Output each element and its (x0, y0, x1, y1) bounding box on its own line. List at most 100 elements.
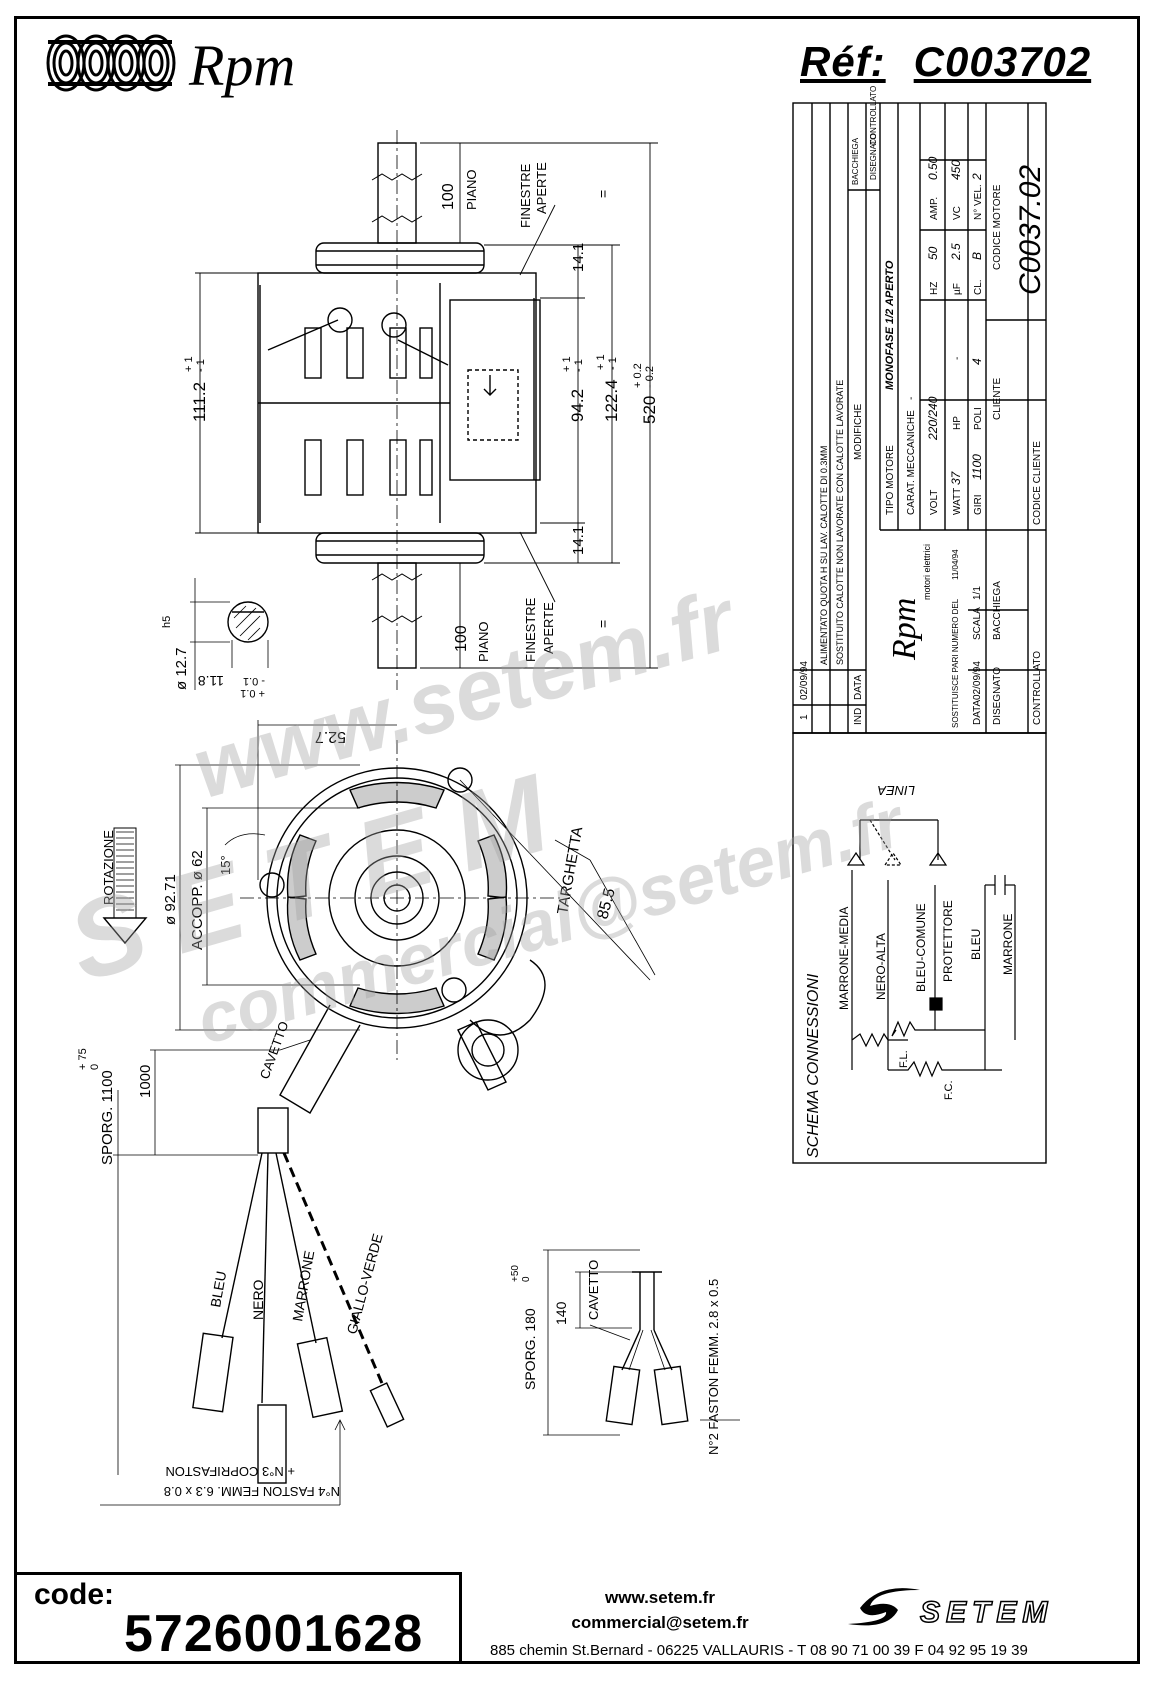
tb-amp-label: AMP. (929, 197, 940, 220)
wire-harness (100, 1049, 405, 1506)
dim-520: 520 (640, 396, 659, 424)
tb-rev1-text2: SOSTITUITO CALOTTE NON LAVORATE CON CALO… (835, 380, 845, 665)
schema-marrone: MARRONE (1001, 914, 1015, 975)
tol-180: +500 (510, 1265, 532, 1282)
dim-100-top: 100 (440, 183, 457, 210)
footer-email[interactable]: commercial@setem.fr (571, 1613, 749, 1632)
dim-shaft-dia: ø 12.7 (173, 647, 190, 690)
tb-codice-motore-val: C0037.02 (1014, 165, 1047, 295)
schema-nero-alta: NERO-ALTA (874, 933, 888, 1000)
tb-rev1-ind: 1 (799, 714, 810, 720)
eq-top: = (595, 190, 611, 198)
title-block (792, 102, 1047, 1164)
schema-title: SCHEMA CONNESSIONI (805, 973, 822, 1158)
tb-col-ind: IND (853, 708, 864, 725)
tol-122: + 1- 1 (595, 354, 619, 370)
tb-cliente-label: CLIENTE (992, 377, 1003, 420)
tb-watt-val: 37 (949, 470, 963, 485)
label-cavetto-2: CAVETTO (586, 1260, 601, 1320)
dim-111: 111.2 (190, 382, 209, 422)
tb-sost-date: 11/04/94 (951, 549, 960, 580)
tb-brand-sub: motori elettrici (922, 544, 932, 600)
dim-85-5: 85.5 (594, 886, 619, 921)
dim-11-8: 11.8 (198, 673, 224, 689)
tb-col-disegnato: DISEGNATO (869, 134, 878, 180)
tb-codice-cliente-label: CODICE CLIENTE (1032, 441, 1043, 525)
dim-52-7: 52.7 (315, 728, 346, 745)
dimension-lines (195, 142, 658, 669)
dim-94: 94.2 (568, 389, 587, 422)
dim-14-1-top: 14.1 (570, 243, 587, 272)
eq-bot: = (595, 620, 611, 628)
dim-122: 122.4 (602, 379, 621, 422)
tol-520: + 0.2- 0.2 (632, 363, 656, 388)
wiring-schema (846, 819, 1016, 1078)
wire-label-marrone: MARRONE (289, 1249, 317, 1322)
tb-hp-val: - (952, 357, 963, 360)
rpm-logo: Rpm (46, 33, 295, 98)
brand-text: Rpm (188, 33, 295, 98)
coil-icon (46, 34, 176, 92)
tb-uf-val: 2.5 (949, 243, 963, 261)
tb-data-val: 02/09/94 (972, 661, 983, 700)
label-aperte-top: APERTE (534, 162, 549, 214)
tb-carat-label: CARAT. MECCANICHE (906, 410, 917, 515)
reference-number: Réf:C003702 (800, 38, 1092, 85)
schema-bleu-comune: BLEU-COMUNE (914, 903, 928, 992)
tol-1100: + 750 (77, 1048, 101, 1070)
tb-col-controllato: CONTROLLATO (869, 86, 878, 145)
label-targhetta: TARGHETTA (554, 825, 586, 915)
tb-disegnato-val2: BACCHIEGA (992, 581, 1003, 640)
dim-14-1-bot: 14.1 (570, 526, 587, 555)
label-aperte-bot: APERTE (541, 602, 556, 654)
label-faston-2: N°2 FASTON FEMM. 2.8 x 0.5 (706, 1279, 721, 1455)
tb-col-modifiche: MODIFICHE (853, 404, 864, 460)
tb-tipo-motore-label: TIPO MOTORE (885, 445, 896, 515)
setem-logo-text: SETEM (920, 1596, 1053, 1629)
tb-controllato-label: CONTROLLATO (1032, 651, 1043, 725)
schema-linea: LINEA (877, 783, 915, 798)
tb-poli-val: 4 (970, 358, 984, 365)
tb-volt-label: VOLT (929, 490, 940, 515)
small-cable (543, 1249, 740, 1436)
label-coprifaston: + N°3 COPRIFASTON (165, 1464, 295, 1479)
dim-sporg-1100: SPORG. 1100 (99, 1070, 116, 1165)
tb-hz-val: 50 (926, 246, 940, 260)
wire-label-giallo-verde: GIALLO-VERDE (343, 1232, 385, 1336)
label-rotazione: ROTAZIONE (101, 830, 116, 905)
dim-accopp: ACCOPP. ø 62 (189, 850, 206, 950)
tb-cl-val: B (970, 252, 984, 260)
tol-h5: h5 (161, 616, 173, 628)
tb-volt-val: 220/240 (926, 396, 940, 441)
tb-brand: Rpm (886, 598, 923, 661)
motor-front-view (175, 720, 656, 1114)
label-faston-4: N°4 FASTON FEMM. 6.3 x 0.8 (164, 1484, 340, 1499)
swoosh-icon (848, 1588, 920, 1626)
label-piano-bot: PIANO (476, 622, 491, 662)
tol-11-8: + 0.1- 0.1 (240, 675, 265, 699)
label-finestre-bot: FINESTRE (523, 597, 538, 662)
tol-111: + 1- 1 (183, 356, 207, 372)
footer-address: 885 chemin St.Bernard - 06225 VALLAURIS … (490, 1642, 1028, 1659)
tb-scala-val: 1/1 (972, 586, 983, 600)
tb-codice-motore-label: CODICE MOTORE (992, 184, 1003, 270)
tb-giri-val: 1100 (970, 454, 984, 480)
schema-marrone-media: MARRONE-MEDIA (837, 907, 851, 1010)
shaft-section (190, 578, 269, 690)
tb-hz-label: HZ (929, 282, 940, 295)
wire-label-bleu: BLEU (207, 1270, 229, 1309)
rotation-arrow-icon (102, 827, 148, 945)
tb-disegnato-label: DISEGNATO (992, 667, 1003, 725)
tb-data-label: DATA (972, 699, 983, 725)
tb-disegnato-val: BACCHIEGA (851, 137, 860, 185)
code-label: code: (34, 1578, 115, 1611)
tol-94: + 1- 1 (561, 356, 585, 372)
tb-poli-label: POLI (973, 407, 984, 430)
footer-website[interactable]: www.setem.fr (605, 1588, 715, 1607)
tb-giri-label: GIRI (973, 494, 984, 515)
setem-logo: SETEM (848, 1588, 1053, 1630)
motor-side-view (257, 130, 541, 690)
tb-watt-label: WATT (952, 488, 963, 515)
label-finestre-top: FINESTRE (518, 163, 533, 228)
tb-uf-label: µF (952, 283, 963, 295)
